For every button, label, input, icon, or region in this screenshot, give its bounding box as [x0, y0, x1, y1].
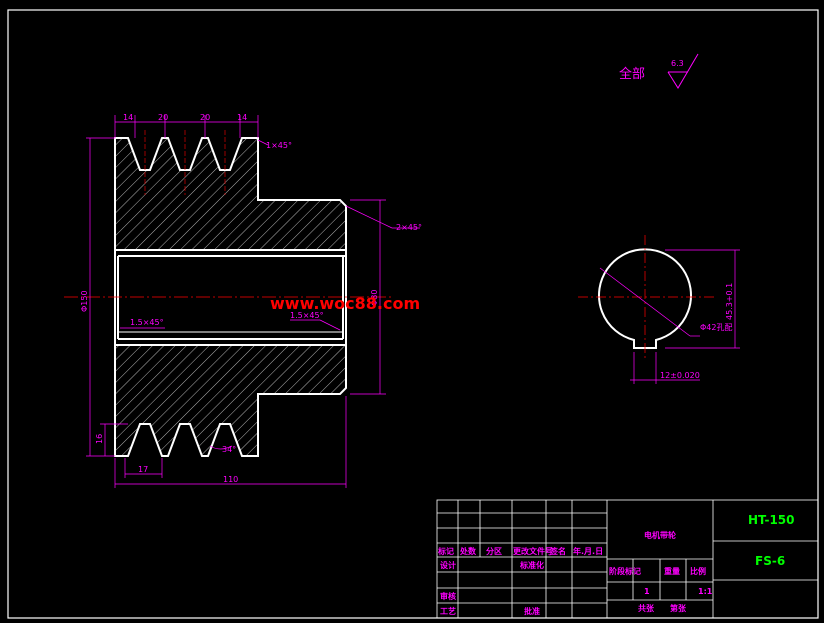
tb-hdr-zone: 分区	[486, 546, 502, 556]
dim-20a: 20	[158, 113, 168, 122]
roughness-label: 全部	[619, 66, 645, 82]
dim-14b: 14	[237, 113, 247, 122]
upper-outline	[114, 137, 347, 250]
dim-chamfer-1x45: 1×45°	[266, 141, 292, 150]
tb-label-review: 审核	[440, 591, 456, 601]
dim-dia-150: Φ150	[80, 290, 89, 312]
lower-outline	[114, 345, 347, 457]
tb-label-standardize: 标准化	[519, 560, 544, 570]
dim-chamfer-2x45: 2×45°	[396, 223, 422, 232]
tb-label-design: 设计	[440, 560, 456, 570]
tb-hdr-weight: 重量	[664, 566, 680, 576]
watermark: www.woc88.com	[270, 294, 420, 313]
roughness-value: 6.3	[671, 59, 684, 68]
dim-length: 110	[223, 475, 238, 484]
dim-groove-depth: 16	[95, 434, 104, 444]
bore-side-view: Φ42孔配 45.3+0.1 12±0.020	[578, 235, 740, 384]
dim-hole-dia: Φ42孔配	[700, 323, 732, 332]
tb-sheets: 共张	[638, 603, 655, 613]
upper-section-hatch	[115, 138, 346, 250]
tb-scale: 1:1	[698, 587, 713, 596]
dim-dia-hub: Φ80	[370, 290, 379, 306]
roughness-note: 全部 6.3	[619, 53, 699, 89]
tb-material: HT-150	[748, 513, 795, 527]
tb-label-process: 工艺	[440, 606, 456, 616]
dim-14a: 14	[123, 113, 133, 122]
tb-hdr-date: 年.月.日	[573, 546, 603, 556]
pulley-section-view: 14 20 20 14 1×45° 2×45° 1.5×45° 1.5×45° …	[64, 113, 422, 488]
roughness-symbol	[667, 53, 699, 89]
dim-20b: 20	[200, 113, 210, 122]
drawing-frame	[7, 9, 819, 619]
tb-hdr-sign: 签名	[549, 546, 566, 556]
dim-key-depth: 45.3+0.1	[725, 283, 734, 320]
tb-hdr-stage-mark: 阶段标记	[609, 566, 641, 576]
tb-hdr-scale: 比例	[690, 566, 706, 576]
tb-hdr-change-doc: 更改文件号	[513, 546, 553, 556]
dim-groove-pitch: 17	[138, 465, 148, 474]
tb-sheet: 第张	[670, 603, 687, 613]
dim-chamfer-15x45-left: 1.5×45°	[130, 318, 164, 327]
dim-key-width: 12±0.020	[660, 371, 700, 380]
keyway-profile	[598, 248, 692, 349]
tb-qty: 1	[644, 587, 650, 596]
tb-hdr-mark: 标记	[437, 546, 454, 556]
tb-drawing-no: FS-6	[755, 554, 785, 568]
tb-part-name: 电机带轮	[644, 530, 676, 540]
title-block: 标记 处数 分区 更改文件号 签名 年.月.日 设计 标准化 审核 工艺 批准 …	[436, 499, 819, 619]
lower-section-hatch	[115, 345, 346, 456]
dim-chamfer-15x45-right: 1.5×45°	[290, 311, 324, 320]
tb-label-approve: 批准	[524, 606, 540, 616]
dim-angle: 34°	[222, 445, 236, 454]
tb-hdr-count: 处数	[459, 546, 477, 556]
